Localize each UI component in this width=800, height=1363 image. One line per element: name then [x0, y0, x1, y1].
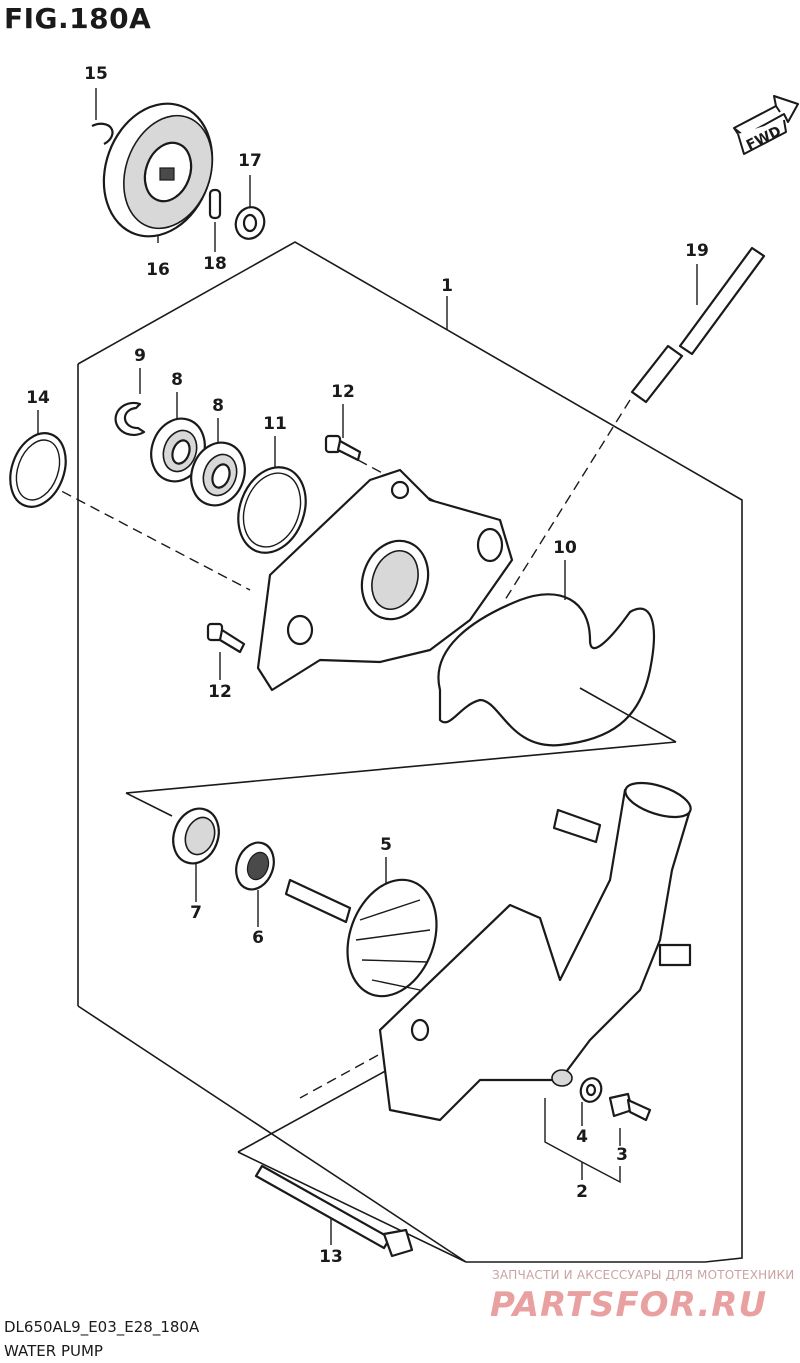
part-12-bolt-lower: [206, 622, 246, 654]
callout-8-b: 8: [212, 396, 224, 416]
part-14-o-ring: [9, 432, 67, 508]
part-10-gasket: [437, 593, 655, 747]
callout-3: 3: [616, 1145, 628, 1165]
callout-12-a: 12: [331, 382, 355, 402]
figure-name: WATER PUMP: [4, 1342, 103, 1360]
watermark-logo-text: PARTSFOR.RU: [490, 1285, 767, 1322]
callout-16: 16: [146, 260, 170, 280]
callout-9: 9: [134, 346, 146, 366]
part-5-impeller: [284, 878, 438, 998]
callout-10: 10: [553, 538, 577, 558]
callout-11: 11: [263, 414, 287, 434]
part-11-o-ring: [237, 466, 307, 554]
callout-17: 17: [238, 151, 262, 171]
part-9-circlip: [114, 401, 146, 437]
part-8-bearing-b: [190, 441, 246, 507]
part-4-washer: [579, 1077, 603, 1103]
part-3-bolt: [608, 1092, 652, 1122]
part-19-hose: [630, 246, 766, 404]
callout-4: 4: [576, 1127, 588, 1147]
part-15-circlip: [91, 122, 114, 145]
watermark-tagline: ЗАПЧАСТИ И АКСЕССУАРЫ ДЛЯ МОТОТЕХНИКИ: [492, 1268, 795, 1282]
pump-housing: [378, 781, 692, 1122]
callout-1: 1: [441, 276, 453, 296]
callout-13: 13: [319, 1247, 343, 1267]
figure-title: FIG.180A: [4, 2, 152, 35]
assembly-outline: [77, 241, 743, 1263]
part-16-pump-gear: [102, 102, 214, 238]
forward-direction-icon: FWD: [733, 95, 799, 155]
part-2-port: [551, 1069, 573, 1087]
part-18-pin: [208, 188, 222, 220]
callout-5: 5: [380, 835, 392, 855]
part-13-bolt: [254, 1164, 414, 1258]
figure-code: DL650AL9_E03_E28_180A: [4, 1318, 200, 1336]
part-8-bearing-a: [150, 417, 206, 483]
callout-7: 7: [190, 903, 202, 923]
callout-15: 15: [84, 64, 108, 84]
callout-8-a: 8: [171, 370, 183, 390]
part-12-bolt-upper: [324, 434, 362, 462]
pump-cover-plate: [256, 468, 514, 692]
part-17-washer: [234, 206, 266, 240]
callout-6: 6: [252, 928, 264, 948]
part-6-mechanical-seal: [235, 841, 275, 891]
callout-14: 14: [26, 388, 50, 408]
callout-12-b: 12: [208, 682, 232, 702]
callout-18: 18: [203, 254, 227, 274]
part-7-oil-seal: [172, 807, 220, 865]
watermark-logo: PARTSFOR.RU: [490, 1285, 767, 1322]
callout-2: 2: [576, 1182, 588, 1202]
callout-19: 19: [685, 241, 709, 261]
